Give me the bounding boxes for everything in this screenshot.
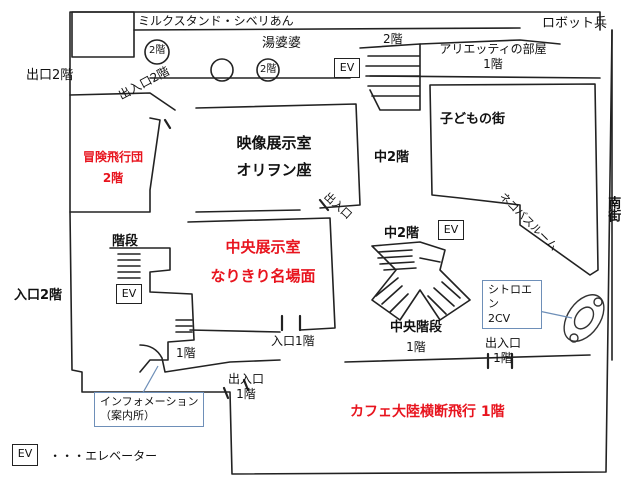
legend: EV ・・・エレベーター: [12, 444, 157, 466]
label-citroen-line2: 2CV: [488, 311, 511, 325]
elevator-middle: EV: [438, 220, 464, 240]
label-center-hall: 中央展示室 なりきり名場面: [200, 238, 326, 286]
door-marks: [163, 118, 514, 400]
legend-ev-box: EV: [12, 444, 38, 466]
center-hall: [187, 217, 336, 333]
label-floor1-left: 1階: [176, 346, 196, 360]
label-adventure-line2: 2階: [102, 171, 124, 185]
label-cinema-line2: オリヲン座: [236, 160, 312, 179]
label-entrance-bottom-line2: 1階: [236, 387, 256, 401]
label-south-street: 南街: [605, 196, 621, 222]
label-exit-2f: 出口2階: [26, 68, 74, 83]
label-arrietty-room-line2: 1階: [483, 57, 503, 71]
label-central-stairs: 中央階段 1階: [376, 320, 456, 355]
citroen-car-icon: [563, 294, 605, 343]
label-floor2-circle: 2階: [149, 45, 166, 56]
tree-circle-2: [210, 58, 234, 82]
label-kodomo-street: 子どもの街: [440, 112, 506, 127]
label-central-stairs-line1: 中央階段: [389, 320, 442, 335]
kodomo-block: [429, 83, 599, 276]
entrance-right-line: [344, 354, 591, 363]
label-info-line2: （案内所）: [100, 409, 155, 423]
label-entrance-bottom: 出入口 1階: [226, 372, 266, 402]
label-adventure: 冒険飛行団 2階: [78, 150, 148, 186]
label-entrance-left-2f: 入口2階: [14, 288, 63, 303]
label-center-hall-line1: 中央展示室: [225, 238, 301, 256]
label-cinema: 映像展示室 オリヲン座: [214, 134, 334, 180]
label-floor2-yubaba: 2階: [260, 64, 277, 75]
label-yubaba: 湯婆婆: [262, 36, 302, 51]
tree-circle-1: [144, 39, 170, 65]
info-callout: インフォメーション （案内所）: [94, 392, 205, 427]
elevator-top: EV: [334, 58, 360, 78]
label-middle-2f-b: 中2階: [384, 226, 420, 241]
legend-ev-text: ・・・エレベーター: [49, 448, 158, 463]
top-stairs: [359, 43, 421, 111]
label-robot-soldier: ロボット兵: [542, 16, 608, 31]
label-entrance-center-1f: 入口1階: [271, 334, 315, 348]
label-center-hall-line2: なりきり名場面: [210, 266, 316, 285]
label-floor2-stairs: 2階: [383, 32, 403, 46]
label-info-line1: インフォメーション: [100, 395, 199, 408]
label-stairs: 階段: [112, 234, 139, 249]
label-adventure-line1: 冒険飛行団: [82, 150, 143, 164]
tree-circle-3: [256, 58, 280, 82]
label-milk-stand: ミルクスタンド・シベリあん: [138, 14, 294, 28]
label-citroen-line1: シトロエン: [488, 283, 532, 311]
label-entrance-right-line2: 1階: [493, 351, 513, 365]
arrietty-wall: [419, 39, 561, 45]
label-arrietty-room: アリエッティの部屋 1階: [428, 42, 558, 72]
label-entrance-bottom-line1: 出入口: [227, 372, 264, 386]
label-entrance-right: 出入口 1階: [478, 336, 528, 366]
label-entrance-right-line1: 出入口: [484, 336, 521, 350]
label-middle-2f: 中2階: [374, 150, 410, 165]
central-stairs: [371, 241, 471, 321]
central-stairs-steps: [375, 249, 461, 315]
bottom-left-curve: [139, 344, 281, 373]
milk-stand-room: [71, 11, 135, 58]
label-cinema-line1: 映像展示室: [236, 134, 312, 152]
label-arrietty-room-line1: アリエッティの部屋: [439, 42, 547, 56]
cinema-room: [195, 103, 361, 213]
left-stairs-steps: [117, 253, 193, 333]
left-corridor-wall: [69, 92, 176, 213]
citroen-callout: シトロエン 2CV: [482, 280, 542, 329]
label-cafe: カフェ大陸横断飛行 1階: [350, 404, 505, 420]
label-central-stairs-line2: 1階: [406, 340, 426, 355]
elevator-left: EV: [116, 284, 142, 304]
